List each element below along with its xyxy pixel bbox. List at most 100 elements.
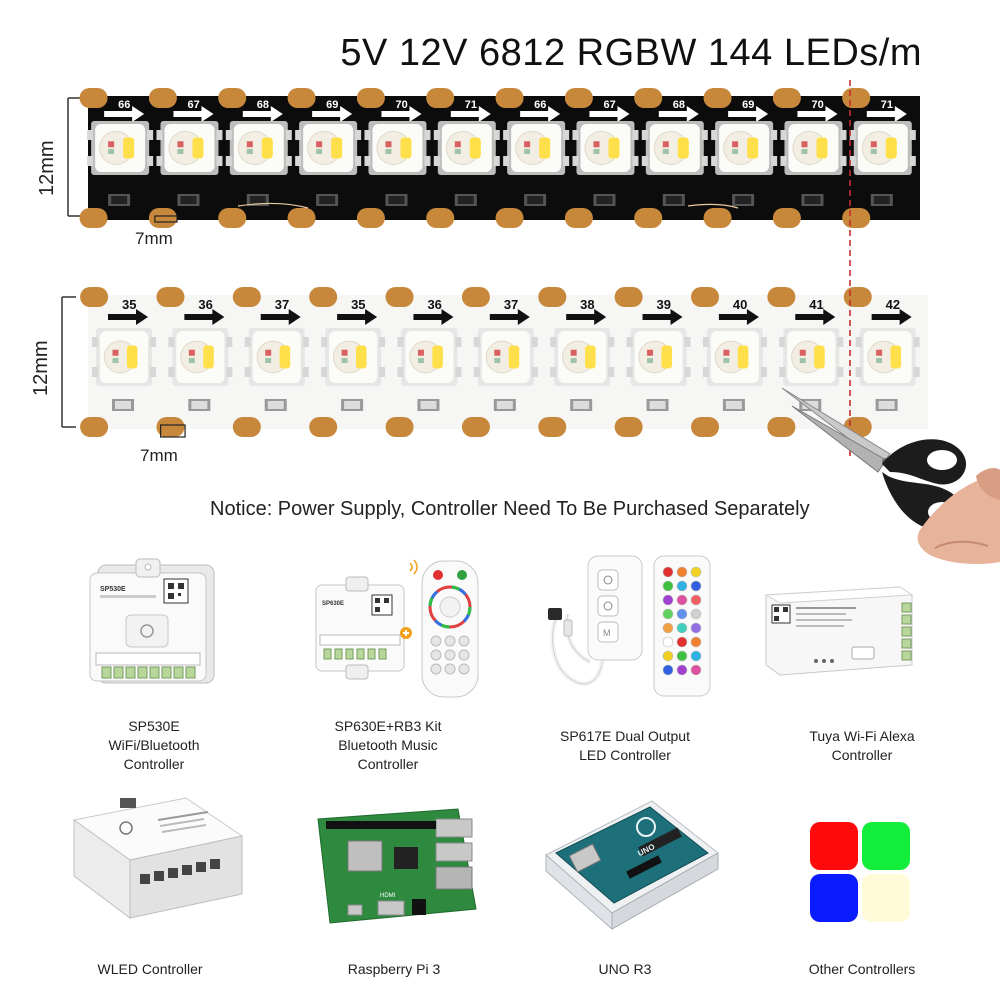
led-pin <box>285 130 292 140</box>
led-white-die <box>737 345 749 369</box>
smd-capacitor <box>388 196 405 204</box>
led-pin <box>684 367 691 377</box>
led-number-label: 68 <box>673 99 685 111</box>
led-rgb-die <box>265 358 272 364</box>
led-pin <box>563 156 570 166</box>
led-rgb-die <box>732 141 739 148</box>
caption-line: UNO R3 <box>598 961 652 977</box>
remote-button-icon <box>690 608 702 620</box>
caption-line: LED Controller <box>579 747 671 763</box>
smd-capacitor <box>573 401 590 409</box>
led-rgb-die <box>177 141 184 148</box>
direction-arrow-icon <box>413 314 444 320</box>
remote-button-icon <box>676 636 688 648</box>
direction-arrow-icon <box>658 111 689 117</box>
led-pin <box>503 130 510 140</box>
led-pin <box>302 337 309 347</box>
copper-pad <box>287 208 316 228</box>
copper-pad <box>634 208 663 228</box>
led-pin <box>433 156 440 166</box>
led-rgb-die <box>454 141 461 148</box>
led-number-label: 38 <box>580 297 594 312</box>
led-pin <box>711 130 718 140</box>
smd-capacitor <box>115 401 131 409</box>
led-pin <box>760 367 767 377</box>
led-pin <box>779 367 786 377</box>
led-rgb-die <box>188 358 195 364</box>
caption-line: WLED Controller <box>97 961 203 977</box>
svg-text:M: M <box>603 628 611 638</box>
strip-white-height-label: 12mm <box>30 340 52 396</box>
caption-other-controllers: Other Controllers <box>762 960 962 979</box>
copper-pad <box>218 208 247 228</box>
smd-capacitor <box>267 401 284 409</box>
led-rgb-die <box>799 349 806 356</box>
led-rgb-die <box>108 148 115 154</box>
led-white-die <box>261 137 273 159</box>
led-number-label: 66 <box>118 99 130 111</box>
pitch-marker <box>154 215 178 223</box>
led-pin <box>147 130 154 140</box>
copper-pad <box>80 287 109 307</box>
led-rgb-die <box>732 148 739 154</box>
direction-arrow-icon <box>489 314 520 320</box>
direction-arrow-icon <box>132 106 145 122</box>
copper-pad <box>461 417 490 437</box>
led-pin <box>632 130 639 140</box>
led-pin <box>909 130 916 140</box>
led-pin <box>572 156 579 166</box>
led-rgb-die <box>570 358 577 364</box>
led-number-label: 71 <box>881 99 893 111</box>
cut-line <box>849 80 851 460</box>
led-pin <box>168 337 175 347</box>
led-pin <box>216 156 223 166</box>
led-pin <box>92 367 98 377</box>
led-rgb-die <box>876 358 883 364</box>
copper-pad <box>538 287 567 307</box>
led-pin <box>572 130 579 140</box>
led-white-die <box>677 137 689 159</box>
led-number-label: 69 <box>326 99 338 111</box>
led-pin <box>550 337 557 347</box>
caption-uno: UNO R3 <box>525 960 725 979</box>
led-pin <box>473 337 480 347</box>
led-rgb-die <box>385 148 392 154</box>
copper-pad <box>232 417 261 437</box>
copper-pad <box>426 208 455 228</box>
led-white-die <box>192 137 204 159</box>
led-white-die <box>814 345 825 369</box>
led-pin <box>226 367 233 377</box>
remote-button-icon <box>662 622 674 634</box>
led-white-die <box>355 345 367 369</box>
led-pin <box>702 367 709 377</box>
led-rgb-die <box>801 141 808 148</box>
led-rgb-die <box>876 349 883 356</box>
remote-button-icon <box>676 580 688 592</box>
led-pin <box>780 130 787 140</box>
copper-pad <box>495 208 524 228</box>
led-pin <box>321 367 328 377</box>
led-pin <box>840 156 847 166</box>
copper-pad <box>772 88 801 108</box>
smd-capacitor <box>527 196 544 204</box>
direction-arrow-icon <box>566 314 597 320</box>
remote-button-icon <box>690 650 702 662</box>
smd-capacitor <box>873 196 890 204</box>
led-white-die <box>203 345 214 369</box>
direction-arrow-icon <box>670 309 683 325</box>
led-pin <box>531 367 538 377</box>
led-pin <box>493 130 500 140</box>
copper-pad <box>703 208 732 228</box>
led-pin <box>503 156 510 166</box>
direction-arrow-icon <box>594 309 607 325</box>
led-rgb-die <box>417 358 424 364</box>
copper-pad <box>614 417 643 437</box>
led-pin <box>771 156 778 166</box>
led-pin <box>364 130 371 140</box>
led-pin <box>147 156 154 166</box>
led-rgb-die <box>870 141 877 148</box>
remote-button-icon <box>676 622 688 634</box>
direction-arrow-icon <box>825 106 838 122</box>
direction-arrow-icon <box>450 111 481 117</box>
